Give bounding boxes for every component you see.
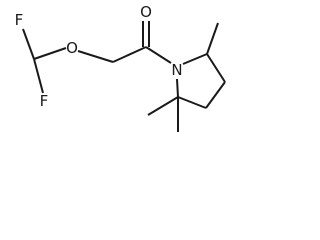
- atom-label-o-ether: O: [66, 39, 78, 57]
- bond-c-f2: [33, 58, 44, 94]
- bond-c2-c3: [206, 53, 226, 83]
- bond-c2-methyl: [206, 22, 219, 55]
- atom-label-f1: F: [15, 11, 24, 29]
- atom-labels: F F O O N: [15, 3, 183, 110]
- bond-f1-c: [22, 28, 35, 60]
- bond-n-c2: [182, 53, 208, 65]
- bond-c-o-ether: [33, 47, 67, 60]
- bonds: [22, 21, 226, 132]
- bond-carbonyl-n: [145, 46, 172, 64]
- atom-label-n-ring: N: [171, 61, 182, 79]
- bond-c3-c4: [205, 81, 226, 109]
- bond-ch2-carbonyl: [112, 46, 147, 63]
- atom-label-f2: F: [40, 92, 49, 110]
- bond-o-ether-ch2: [77, 50, 114, 63]
- atom-label-o-carbonyl: O: [140, 3, 152, 21]
- bond-c5-n: [176, 78, 179, 98]
- molecule-structure: F F O O N: [15, 3, 226, 132]
- bond-c5-methyl-a: [147, 96, 179, 116]
- bond-c4-c5: [177, 96, 207, 109]
